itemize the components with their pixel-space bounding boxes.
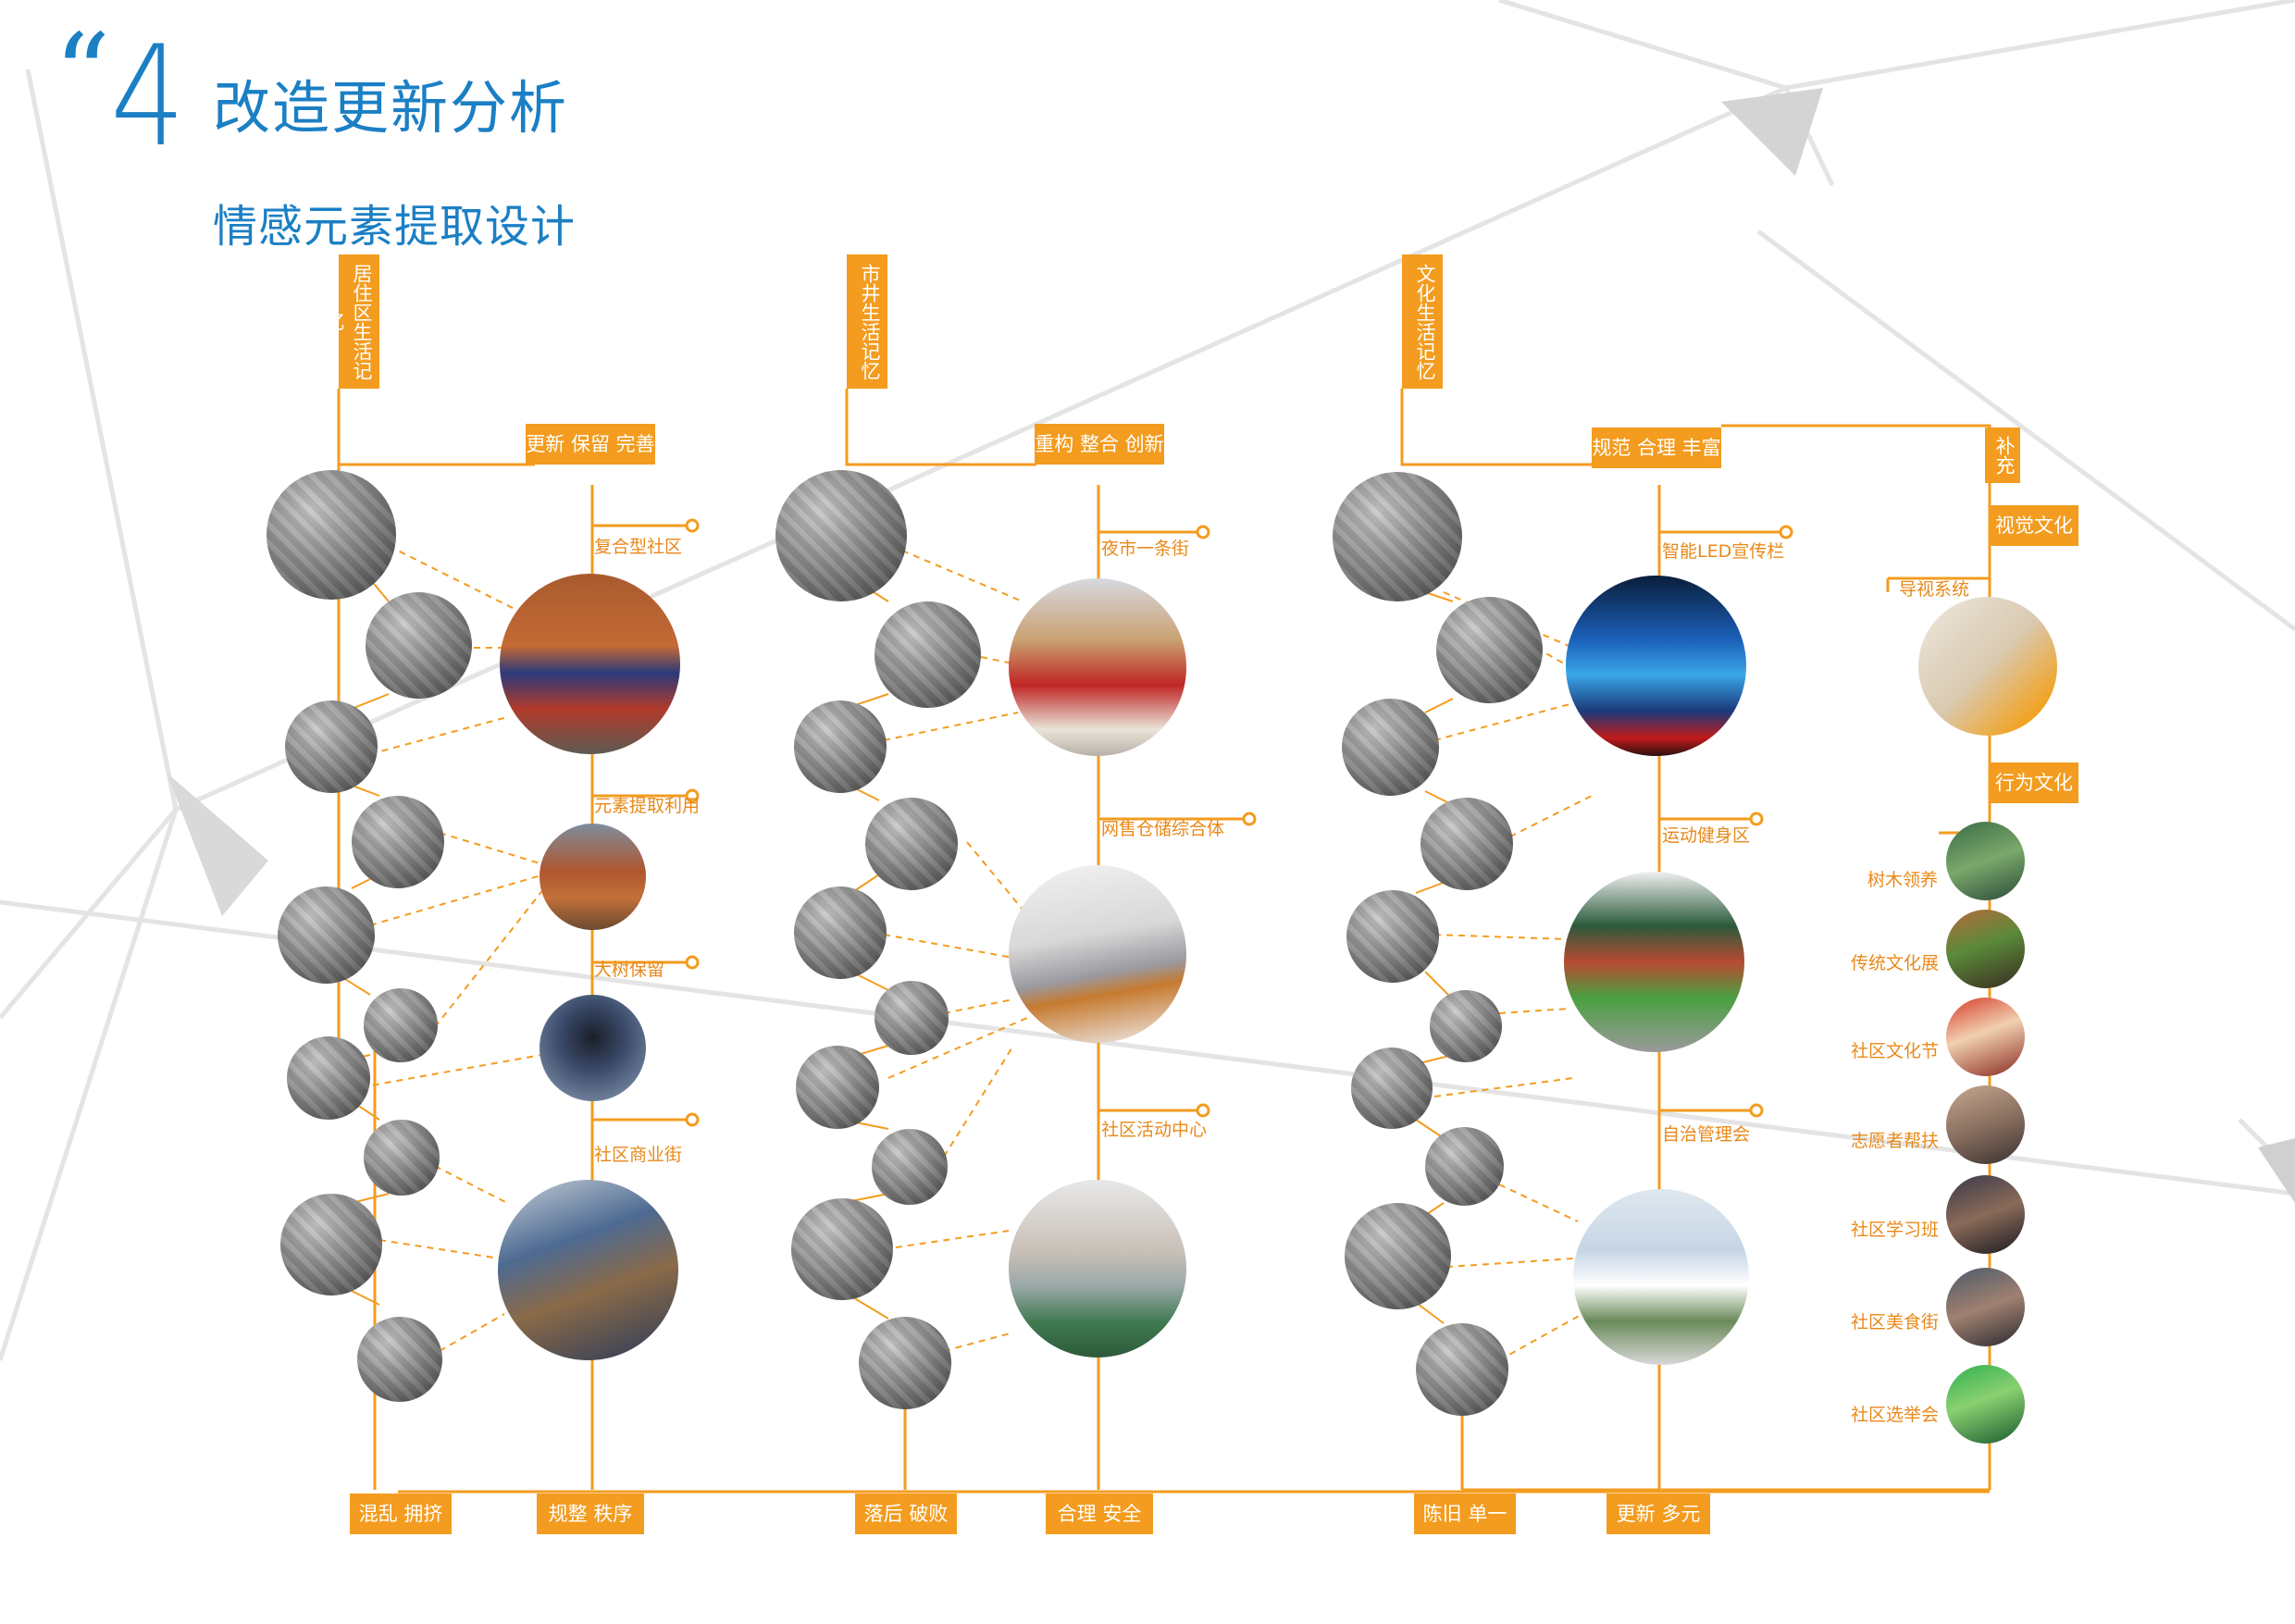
page-subtitle: 情感元素提取设计 [213, 201, 577, 253]
category-label-residential: 居住区生活记忆 [323, 254, 379, 389]
render-governance-hall [1573, 1189, 1749, 1365]
element-label-self-governance: 自治管理会 [1662, 1124, 1751, 1145]
photo-slogan-wall [1333, 472, 1462, 601]
photo-equipment [1430, 990, 1502, 1062]
section-number: 4 [110, 17, 186, 178]
photo-food-street [1946, 1268, 2025, 1346]
bottom-label-4: 合理 安全 [1046, 1494, 1153, 1534]
element-label-warehouse-complex: 网售仓储综合体 [1101, 819, 1225, 839]
photo-sign [357, 1317, 442, 1402]
strategy-label-3: 规范 合理 丰富 [1592, 428, 1721, 468]
group-label-visual: 视觉文化 [1990, 505, 2078, 546]
page-title: 改造更新分析 [213, 74, 569, 142]
photo-window-grille [366, 592, 472, 699]
render-fitness-area [1564, 872, 1744, 1052]
render-commercial-street [498, 1180, 678, 1360]
render-big-tree [540, 995, 646, 1101]
group-label-behavior: 行为文化 [1990, 762, 2078, 803]
photo-alley [1420, 798, 1513, 890]
photo-motorbike [872, 1129, 948, 1205]
item-label-culture-festival: 社区文化节 [1851, 1041, 1940, 1061]
photo-shop-sign [875, 981, 949, 1055]
photo-barbed-wire [285, 700, 378, 793]
item-label-study-class: 社区学习班 [1851, 1220, 1940, 1240]
bottom-label-2: 规整 秩序 [537, 1494, 644, 1534]
element-label-activity-center: 社区活动中心 [1101, 1120, 1208, 1140]
item-label-tree-adoption: 树木领养 [1867, 870, 1939, 890]
bottom-label-5: 陈旧 单一 [1414, 1494, 1516, 1534]
item-label-food-street: 社区美食街 [1851, 1312, 1940, 1333]
render-composite-community [500, 574, 680, 754]
strategy-label-1: 更新 保留 完善 [526, 424, 655, 465]
supplement-label: 补充 [1985, 428, 2020, 483]
photo-brick-window [352, 796, 444, 888]
photo-tree-adoption [1946, 822, 2025, 900]
photo-exercise [1346, 890, 1439, 983]
photo-wayfinding-sign [1918, 597, 2057, 736]
photo-old-housing [1345, 1203, 1451, 1309]
item-label-election: 社区选举会 [1851, 1405, 1940, 1425]
element-label-fitness-area: 运动健身区 [1662, 825, 1751, 846]
photo-committee-sign [1342, 699, 1439, 796]
render-activity-center [1009, 1180, 1186, 1357]
photo-craft-market [865, 798, 958, 890]
category-label-culture: 文化生活记忆 [1402, 254, 1443, 389]
photo-office-sign [1416, 1323, 1508, 1416]
photo-door [364, 988, 438, 1062]
photo-culture-festival [1946, 998, 2025, 1076]
photo-old-building [267, 470, 396, 600]
element-label-night-market: 夜市一条街 [1101, 539, 1190, 559]
photo-document [1425, 1127, 1504, 1206]
photo-notice-board [1436, 597, 1543, 703]
photo-vendor [796, 1046, 879, 1129]
photo-roof [278, 886, 375, 984]
bottom-label-6: 更新 多元 [1606, 1494, 1710, 1534]
photo-market-stall [775, 470, 907, 601]
photo-bare-tree [287, 1036, 370, 1120]
photo-election [1946, 1365, 2025, 1444]
bottom-label-1: 混乱 拥挤 [350, 1494, 452, 1534]
render-warehouse-complex [1009, 865, 1186, 1043]
photo-window-frame [794, 700, 887, 793]
photo-volunteer [1946, 1085, 2025, 1164]
photo-dark-wall [364, 1120, 440, 1196]
element-label-led-board: 智能LED宣传栏 [1662, 541, 1785, 562]
element-label-commercial-street: 社区商业街 [594, 1145, 683, 1165]
photo-shelf [794, 886, 887, 979]
element-label-composite-community: 复合型社区 [594, 537, 683, 557]
photo-storefront [791, 1198, 893, 1300]
bottom-label-3: 落后 破败 [855, 1494, 957, 1534]
photo-tea-shop [859, 1317, 951, 1409]
item-label-volunteer: 志愿者帮扶 [1851, 1131, 1940, 1151]
element-label-element-extraction: 元素提取利用 [594, 796, 701, 816]
render-brick-building [540, 824, 646, 930]
photo-railing [1351, 1048, 1433, 1129]
element-label-tree-retention: 大树保留 [594, 960, 665, 980]
item-label-traditional-culture: 传统文化展 [1851, 953, 1940, 973]
photo-study-class [1946, 1175, 2025, 1254]
category-label-street-life: 市井生活记忆 [847, 254, 887, 389]
item-label-wayfinding: 导视系统 [1899, 579, 1970, 600]
photo-culture-exhibit [1946, 910, 2025, 988]
photo-public-phone [280, 1194, 382, 1295]
strategy-label-2: 重构 整合 创新 [1035, 424, 1164, 465]
render-led-board [1566, 576, 1746, 756]
photo-crowd [875, 601, 981, 708]
quote-mark: “ [54, 11, 111, 140]
render-night-market [1009, 578, 1186, 756]
